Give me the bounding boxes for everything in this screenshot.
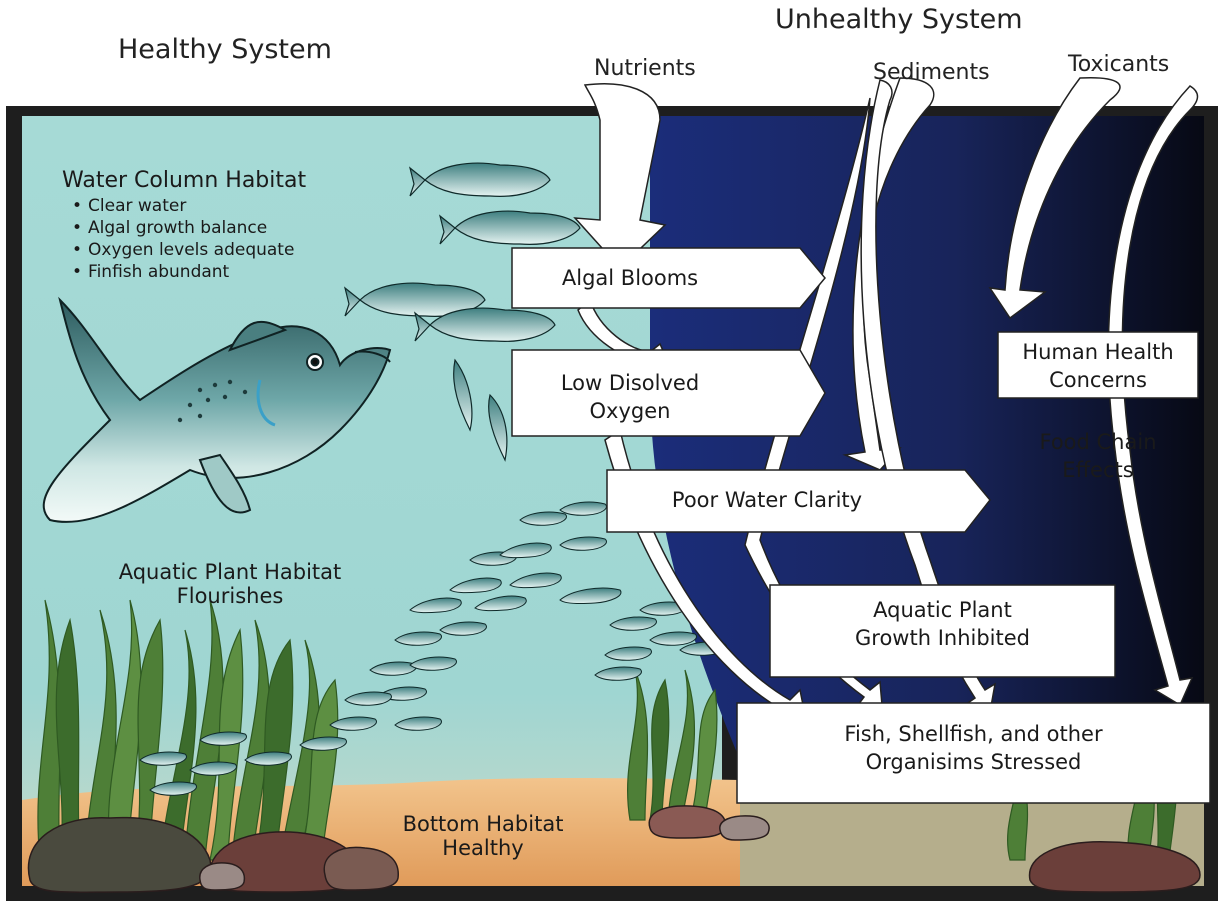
food-chain-line-1: Food Chain [998, 428, 1198, 456]
human-health-text: Human Health Concerns [998, 338, 1198, 394]
poor-clarity-text: Poor Water Clarity [607, 486, 927, 514]
water-column-list: Clear water Algal growth balance Oxygen … [72, 195, 306, 283]
fish-stressed-line-1: Fish, Shellfish, and other [737, 720, 1210, 748]
bottom-habitat-line-2: Healthy [398, 836, 568, 860]
fish-stressed-text: Fish, Shellfish, and other Organisims St… [737, 720, 1210, 776]
low-oxygen-line-2: Oxygen [512, 397, 748, 425]
food-chain-text: Food Chain Effects [998, 428, 1198, 484]
water-column-block: Water Column Habitat Clear water Algal g… [62, 168, 306, 283]
human-health-line-1: Human Health [998, 338, 1198, 366]
low-oxygen-text: Low Disolved Oxygen [512, 369, 748, 425]
human-health-line-2: Concerns [998, 366, 1198, 394]
water-column-item: Oxygen levels adequate [72, 239, 306, 261]
food-chain-line-2: Effects [998, 456, 1198, 484]
nutrients-label: Nutrients [594, 56, 696, 81]
algal-blooms-text: Algal Blooms [512, 264, 748, 292]
plant-inhibited-line-2: Growth Inhibited [770, 624, 1115, 652]
bottom-habitat-label: Bottom Habitat Healthy [398, 812, 568, 860]
water-column-item: Algal growth balance [72, 217, 306, 239]
water-column-item: Clear water [72, 195, 306, 217]
aquatic-plant-habitat-label: Aquatic Plant Habitat Flourishes [100, 560, 360, 608]
aquatic-plant-line-1: Aquatic Plant Habitat [100, 560, 360, 584]
aquatic-plant-line-2: Flourishes [100, 584, 360, 608]
water-column-title: Water Column Habitat [62, 168, 306, 193]
plant-inhibited-line-1: Aquatic Plant [770, 596, 1115, 624]
sediments-label: Sediments [873, 60, 990, 85]
water-column-item: Finfish abundant [72, 261, 306, 283]
unhealthy-system-title: Unhealthy System [775, 4, 1023, 35]
plant-inhibited-text: Aquatic Plant Growth Inhibited [770, 596, 1115, 652]
healthy-system-title: Healthy System [118, 34, 332, 65]
fish-stressed-line-2: Organisims Stressed [737, 748, 1210, 776]
toxicants-label: Toxicants [1068, 52, 1169, 77]
low-oxygen-line-1: Low Disolved [512, 369, 748, 397]
bottom-habitat-line-1: Bottom Habitat [398, 812, 568, 836]
